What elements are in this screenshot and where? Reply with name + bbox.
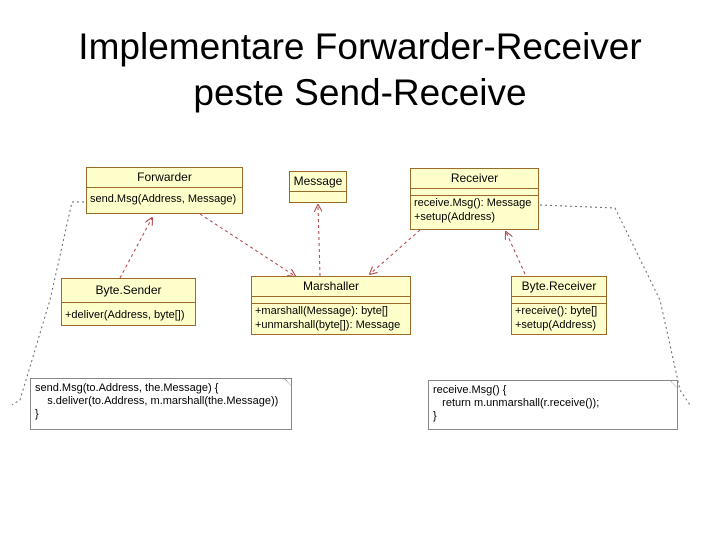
note-send-line-1: send.Msg(to.Address, the.Message) { bbox=[35, 382, 219, 394]
class-message-name: Message bbox=[290, 172, 346, 192]
note-receive-line-1: receive.Msg() { bbox=[433, 384, 507, 396]
class-marshaller-op-2: +unmarshall(byte[]): Message bbox=[255, 319, 401, 331]
class-receiver[interactable]: Receiver receive.Msg(): Message +setup(A… bbox=[410, 168, 539, 230]
note-send-msg: send.Msg(to.Address, the.Message) { s.de… bbox=[30, 378, 292, 430]
note-receive-line-2: return m.unmarshall(r.receive()); bbox=[433, 397, 600, 409]
class-forwarder-name: Forwarder bbox=[87, 168, 242, 188]
note-send-line-3: } bbox=[35, 408, 39, 420]
title-line-1: Implementare Forwarder-Receiver bbox=[78, 26, 642, 67]
class-byte-sender-op-1: +deliver(Address, byte[]) bbox=[65, 309, 185, 321]
class-byte-sender[interactable]: Byte.Sender +deliver(Address, byte[]) bbox=[61, 278, 196, 326]
title-line-2: peste Send-Receive bbox=[193, 72, 527, 113]
class-marshaller-op-1: +marshall(Message): byte[] bbox=[255, 305, 388, 317]
link-forwarder-marshaller bbox=[199, 213, 295, 276]
class-forwarder[interactable]: Forwarder send.Msg(Address, Message) bbox=[86, 167, 243, 214]
class-forwarder-op-1: send.Msg(Address, Message) bbox=[90, 193, 237, 205]
class-byte-receiver-op-1: +receive(): byte[] bbox=[515, 305, 598, 317]
class-message[interactable]: Message bbox=[289, 171, 347, 203]
note-receive-line-3: } bbox=[433, 410, 437, 422]
slide-title: Implementare Forwarder-Receiver peste Se… bbox=[0, 24, 720, 116]
note-fold-icon bbox=[670, 381, 677, 388]
class-byte-receiver-op-2: +setup(Address) bbox=[515, 319, 597, 331]
link-receiver-marshaller bbox=[370, 229, 421, 274]
note-receive-msg: receive.Msg() { return m.unmarshall(r.re… bbox=[428, 380, 678, 430]
note-fold-icon bbox=[284, 379, 291, 386]
class-marshaller[interactable]: Marshaller +marshall(Message): byte[] +u… bbox=[251, 276, 411, 335]
class-marshaller-name: Marshaller bbox=[252, 277, 410, 297]
class-byte-receiver-name: Byte.Receiver bbox=[512, 277, 606, 297]
note-link-receive bbox=[539, 204, 691, 406]
class-receiver-name: Receiver bbox=[411, 169, 538, 189]
class-receiver-op-2: +setup(Address) bbox=[414, 211, 496, 223]
class-byte-sender-name: Byte.Sender bbox=[62, 279, 195, 303]
link-forwarder-bytesender bbox=[119, 218, 152, 279]
link-receiver-bytereceiver bbox=[506, 232, 526, 275]
note-send-line-2: s.deliver(to.Address, m.marshall(the.Mes… bbox=[35, 395, 279, 407]
class-byte-receiver[interactable]: Byte.Receiver +receive(): byte[] +setup(… bbox=[511, 276, 607, 335]
link-marshaller-message bbox=[318, 205, 320, 277]
class-receiver-op-1: receive.Msg(): Message bbox=[414, 197, 532, 209]
